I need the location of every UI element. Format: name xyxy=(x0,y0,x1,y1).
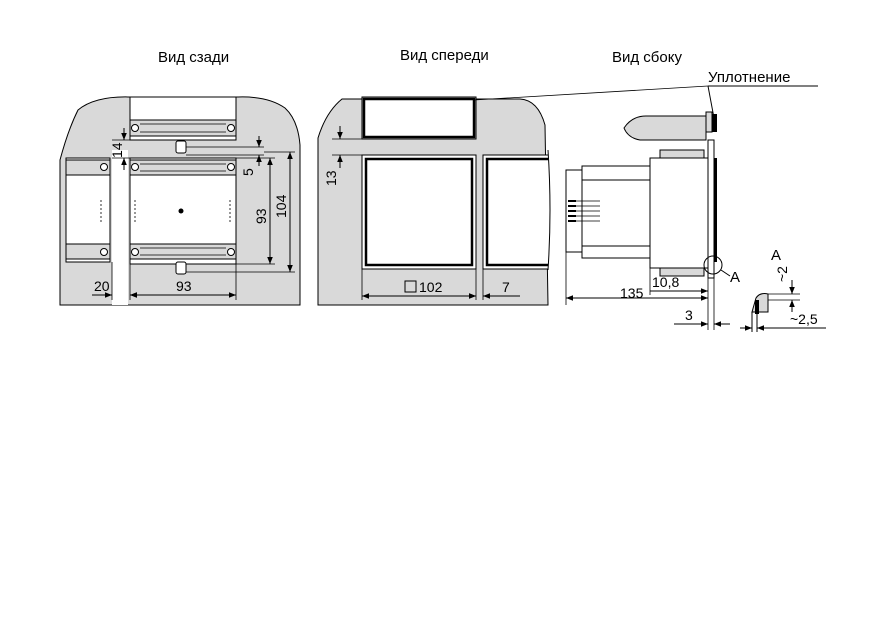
rear-left-rail-bottom xyxy=(65,243,111,260)
rear-latch-bottom xyxy=(175,261,187,275)
dim-20: 20 xyxy=(94,278,110,294)
dim-10-8: 10,8 xyxy=(652,274,679,290)
rear-main-rail-top xyxy=(129,159,237,176)
rear-view-title: Вид сзади xyxy=(158,49,229,66)
detail-a-profile xyxy=(751,293,769,313)
side-rear-part xyxy=(581,165,651,259)
dim-102: 102 xyxy=(419,279,443,295)
side-latch-bottom xyxy=(659,267,705,277)
dim-93-horizontal: 93 xyxy=(176,278,192,294)
dim-approx-2: ~2 xyxy=(774,266,790,282)
front-right-module xyxy=(482,154,554,270)
front-view: 13 102 7 xyxy=(317,96,560,306)
side-view-title: Вид сбоку xyxy=(612,49,682,66)
detail-a-circle xyxy=(703,255,723,275)
side-seal xyxy=(714,158,717,262)
detail-a: А ~2 ~2,5 xyxy=(740,247,826,332)
side-top-module xyxy=(623,115,707,141)
dim-7: 7 xyxy=(502,279,510,295)
rear-view: 14 5 93 104 20 93 xyxy=(59,96,301,306)
dim-14: 14 xyxy=(109,142,125,158)
dim-5: 5 xyxy=(240,168,256,176)
front-main-module xyxy=(361,154,477,270)
dim-93-vertical: 93 xyxy=(253,208,269,224)
front-top-module xyxy=(361,96,477,140)
front-view-title: Вид спереди xyxy=(400,47,489,64)
dim-approx-2-5: ~2,5 xyxy=(790,311,818,327)
rear-main-rail-bottom xyxy=(129,243,237,260)
rear-top-module-rail xyxy=(129,119,237,137)
dim-3: 3 xyxy=(685,307,693,323)
detail-a-title: А xyxy=(771,247,781,264)
side-terminals xyxy=(568,200,600,222)
detail-a-marker: А xyxy=(730,269,740,286)
rear-left-rail-top xyxy=(65,159,111,176)
side-view: Уплотнение xyxy=(473,69,818,330)
dim-135: 135 xyxy=(620,285,644,301)
side-body xyxy=(649,157,709,269)
dim-104: 104 xyxy=(273,194,289,218)
seal-label: Уплотнение xyxy=(708,69,790,86)
side-latch-top xyxy=(659,149,705,159)
dim-13: 13 xyxy=(323,170,339,186)
square-symbol-icon xyxy=(404,280,417,293)
